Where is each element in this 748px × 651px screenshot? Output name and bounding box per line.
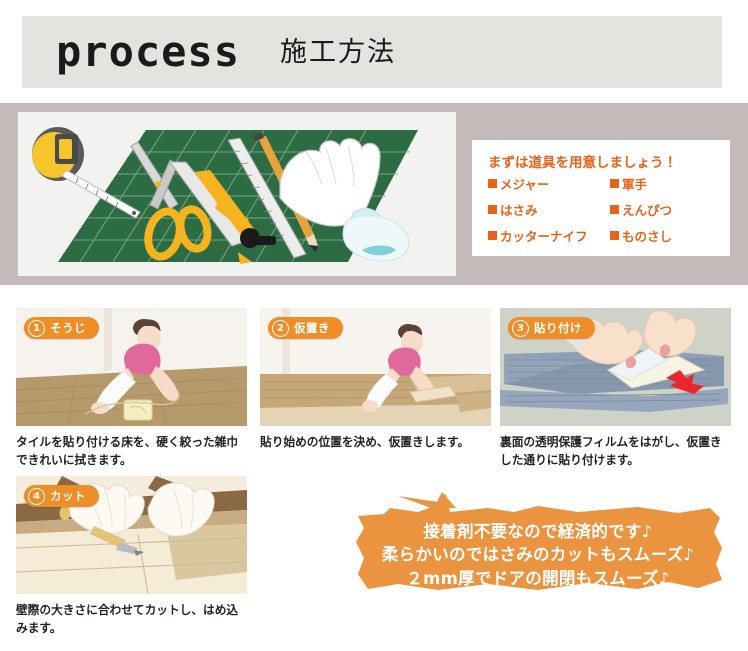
- tool-label: はさみ: [500, 203, 538, 218]
- list-item: はさみ: [488, 200, 610, 219]
- list-item: メジャー: [488, 174, 610, 193]
- step-2-caption: 貼り始めの位置を決め、仮置きします。: [260, 435, 470, 449]
- step-1-badge: 1 そうじ: [24, 317, 99, 339]
- step-1-illustration: 1 そうじ: [16, 308, 247, 426]
- list-item: カッターナイフ: [488, 226, 610, 245]
- cutter-knife-icon: [169, 161, 276, 264]
- red-arrow-icon: [666, 370, 704, 394]
- step-number: 4: [28, 487, 45, 505]
- tool-label: えんぴつ: [622, 203, 673, 218]
- step-label: そうじ: [50, 321, 86, 335]
- person-cleaning-icon: [85, 319, 180, 421]
- benefits-speech-bubble: 接着剤不要なので経済的です♪ 柔らかいのではさみのカットもスムーズ♪ ２mm厚で…: [338, 492, 738, 596]
- bullet-square-icon: [488, 179, 497, 188]
- step-number: 3: [512, 319, 529, 337]
- step-4-illustration-svg: [16, 476, 247, 594]
- list-item: ものさし: [610, 226, 720, 245]
- step-1: 1 そうじ タイルを貼り付ける床を、硬く絞った雑巾できれいに拭きます。: [16, 308, 247, 469]
- step-4-illustration: 4 カット: [16, 476, 247, 594]
- speech-bubble-shape: [356, 492, 722, 590]
- step-3-illustration: 3 貼り付け: [500, 308, 731, 426]
- step-number: 2: [272, 319, 289, 337]
- step-label: カット: [50, 489, 86, 503]
- step-3-caption: 裏面の透明保護フィルムをはがし、仮置きした通りに貼り付けます。: [500, 435, 722, 468]
- tool-label: メジャー: [500, 177, 550, 192]
- tool-label: 軍手: [622, 177, 648, 192]
- scissors-icon: [130, 141, 212, 261]
- page-header: process 施工方法: [22, 16, 722, 88]
- bullet-square-icon: [488, 205, 497, 214]
- cloth-icon: [342, 215, 410, 262]
- tool-label: ものさし: [622, 229, 673, 244]
- tools-list: メジャー 軍手 はさみ えんぴつ カッターナイフ ものさし: [488, 174, 720, 245]
- tools-checklist-card: まずは道具を用意しましょう！ メジャー 軍手 はさみ えんぴつ カッターナイフ: [472, 140, 730, 256]
- bullet-square-icon: [610, 231, 619, 240]
- step-2-illustration: 2 仮置き: [260, 308, 491, 426]
- tools-illustration-svg: [18, 112, 456, 276]
- benefit-line-2: 柔らかいのではさみのカットもスムーズ♪: [381, 545, 695, 565]
- tape-measure-icon: [32, 127, 141, 219]
- bullet-square-icon: [488, 231, 497, 240]
- step-3-badge: 3 貼り付け: [508, 317, 595, 339]
- steel-ruler-icon: [227, 137, 307, 259]
- bullet-square-icon: [610, 179, 619, 188]
- benefit-line-3: ２mm厚でドアの開閉もスムーズ♪: [406, 568, 670, 588]
- step-number: 1: [28, 319, 45, 337]
- list-item: えんぴつ: [610, 200, 720, 219]
- benefits-text: 接着剤不要なので経済的です♪ 柔らかいのではさみのカットもスムーズ♪ ２mm厚で…: [338, 520, 738, 590]
- step-3: 3 貼り付け 裏面の透明保護フィルムをはがし、仮置きした通りに貼り付けます。: [500, 308, 731, 469]
- step-1-caption: タイルを貼り付ける床を、硬く絞った雑巾できれいに拭きます。: [16, 435, 239, 468]
- step-3-illustration-svg: [500, 308, 731, 426]
- person-placing-tile-icon: [362, 324, 457, 412]
- page-title-en: process: [56, 27, 241, 76]
- tool-label: カッターナイフ: [500, 229, 588, 244]
- benefit-line-1: 接着剤不要なので経済的です♪: [423, 522, 653, 541]
- step-label: 仮置き: [294, 321, 330, 335]
- tools-heading: まずは道具を用意しましょう！: [488, 155, 677, 171]
- step-4-badge: 4 カット: [24, 485, 99, 507]
- tools-illustration: [18, 112, 456, 276]
- list-item: 軍手: [610, 174, 720, 193]
- step-2: 2 仮置き 貼り始めの位置を決め、仮置きします。: [260, 308, 491, 451]
- step-4-caption: 壁際の大きさに合わせてカットし、はめ込みます。: [16, 603, 239, 636]
- step-label: 貼り付け: [534, 321, 582, 335]
- step-4: 4 カット 壁際の大きさに合わせてカットし、はめ込みます。: [16, 476, 247, 637]
- step-2-badge: 2 仮置き: [268, 317, 343, 339]
- page-title-jp: 施工方法: [280, 36, 397, 68]
- bullet-square-icon: [610, 205, 619, 214]
